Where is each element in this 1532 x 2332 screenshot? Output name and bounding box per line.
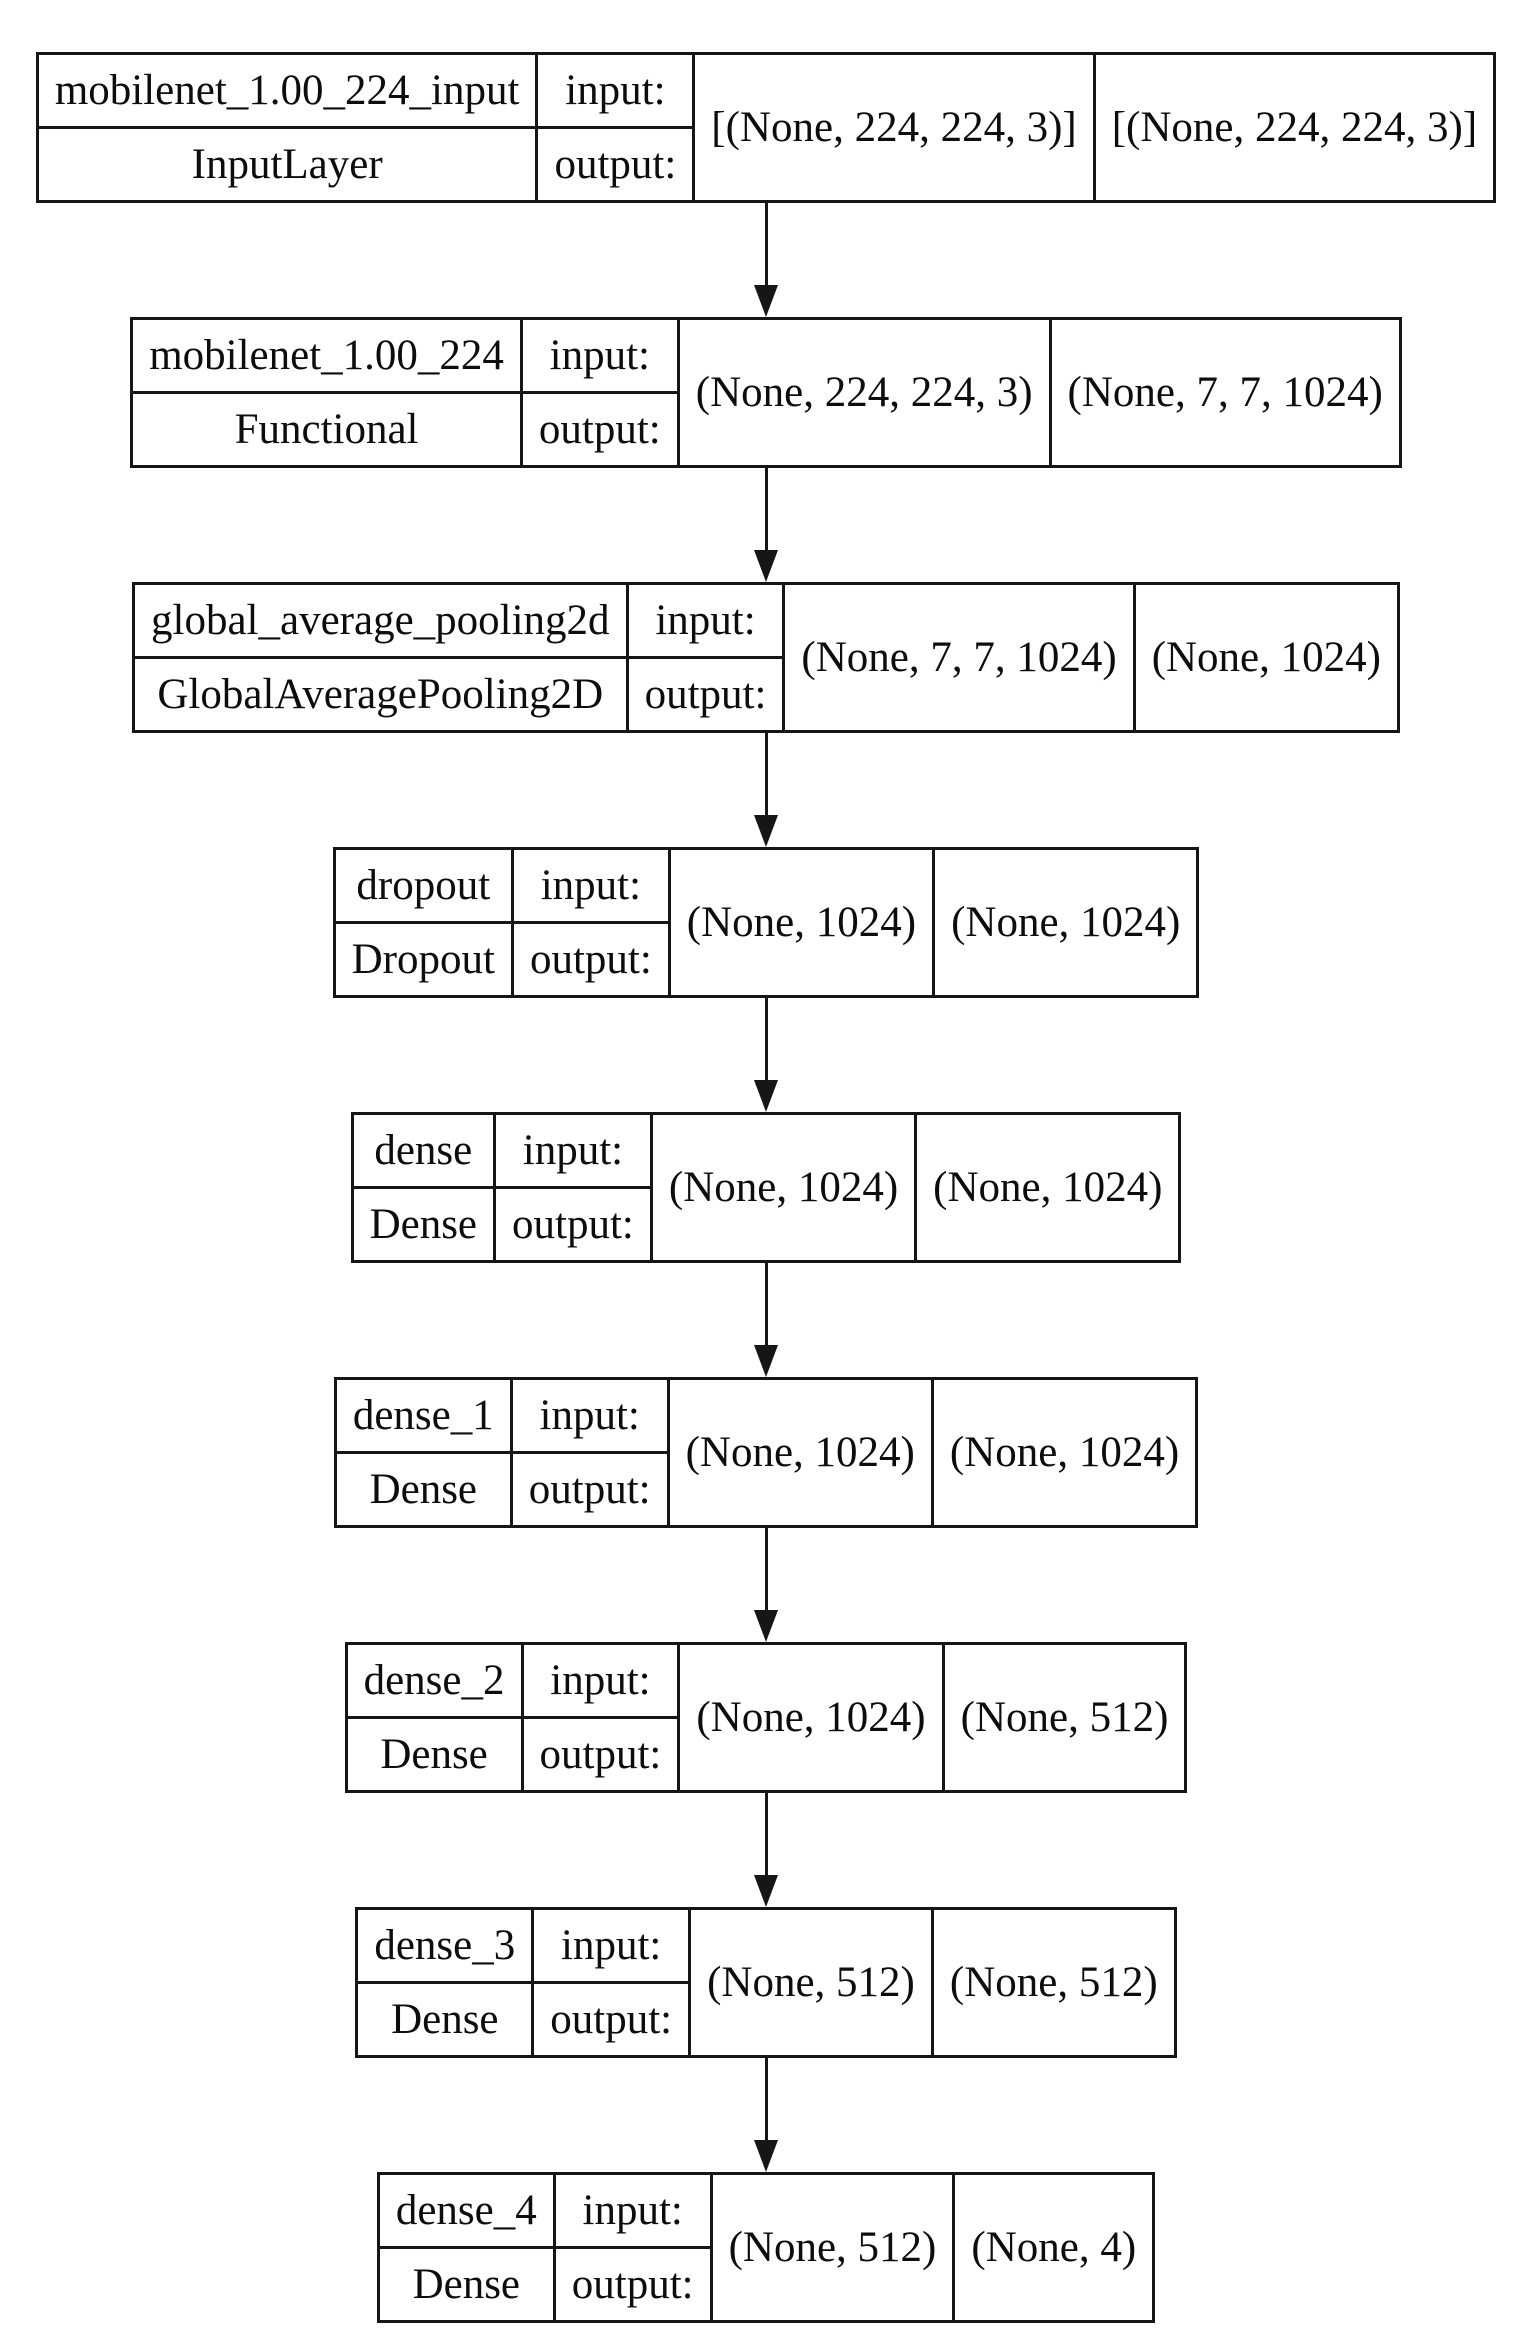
- flow-arrow-3: [754, 733, 778, 847]
- arrow-line: [764, 1528, 768, 1611]
- output-label: output:: [531, 1981, 692, 2058]
- arrow-line: [764, 2058, 768, 2141]
- input-shape: (None, 1024): [649, 1112, 918, 1263]
- layer-type: InputLayer: [35, 126, 539, 203]
- arrow-head-icon: [754, 2140, 778, 2172]
- output-label: output:: [493, 1186, 653, 1263]
- input-label: input:: [520, 1642, 681, 1719]
- arrow-line: [764, 1263, 768, 1346]
- arrow-head-icon: [754, 1610, 778, 1642]
- layer-type: Dropout: [332, 921, 514, 998]
- layer-type: Dense: [333, 1451, 513, 1528]
- output-shape: (None, 512): [941, 1642, 1188, 1793]
- input-shape: (None, 224, 224, 3): [676, 317, 1052, 468]
- layer-name: global_average_pooling2d: [132, 582, 629, 659]
- output-shape: (None, 4): [952, 2172, 1156, 2323]
- layer-name: mobilenet_1.00_224: [130, 317, 523, 394]
- input-shape: (None, 1024): [667, 847, 936, 998]
- layer-node-dropout: dropout input: (None, 1024) (None, 1024)…: [332, 847, 1200, 998]
- arrow-head-icon: [754, 1345, 778, 1377]
- layer-node-dense: dense input: (None, 1024) (None, 1024) D…: [350, 1112, 1182, 1263]
- layer-node-global-average-pooling2d: global_average_pooling2d input: (None, 7…: [132, 582, 1400, 733]
- flow-arrow-7: [754, 1793, 778, 1907]
- input-shape: (None, 7, 7, 1024): [782, 582, 1136, 733]
- output-shape: (None, 512): [930, 1907, 1177, 2058]
- arrow-line: [764, 733, 768, 816]
- input-shape: [(None, 224, 224, 3)]: [692, 52, 1096, 203]
- flow-arrow-2: [754, 468, 778, 582]
- arrow-head-icon: [754, 285, 778, 317]
- arrow-head-icon: [754, 815, 778, 847]
- arrow-line: [764, 468, 768, 551]
- input-label: input:: [535, 52, 696, 129]
- layer-type: Dense: [344, 1716, 524, 1793]
- layer-type: GlobalAveragePooling2D: [132, 656, 629, 733]
- output-shape: (None, 1024): [914, 1112, 1182, 1263]
- layer-name: dense_1: [333, 1377, 513, 1454]
- arrow-head-icon: [754, 1080, 778, 1112]
- layer-name: dense: [350, 1112, 497, 1189]
- input-shape: (None, 512): [688, 1907, 934, 2058]
- layer-node-dense-1: dense_1 input: (None, 1024) (None, 1024)…: [333, 1377, 1199, 1528]
- output-shape: (None, 7, 7, 1024): [1048, 317, 1402, 468]
- layer-name: dense_3: [355, 1907, 535, 1984]
- input-label: input:: [510, 847, 671, 924]
- input-label: input:: [493, 1112, 653, 1189]
- layer-type: Functional: [130, 391, 523, 468]
- flow-arrow-8: [754, 2058, 778, 2172]
- output-shape: (None, 1024): [932, 847, 1200, 998]
- input-label: input:: [519, 317, 680, 394]
- output-label: output:: [519, 391, 680, 468]
- layer-name: mobilenet_1.00_224_input: [35, 52, 539, 129]
- arrow-line: [764, 998, 768, 1081]
- layer-type: Dense: [376, 2246, 556, 2323]
- output-label: output:: [535, 126, 696, 203]
- arrow-head-icon: [754, 1875, 778, 1907]
- layer-type: Dense: [355, 1981, 535, 2058]
- input-label: input:: [509, 1377, 670, 1454]
- flow-arrow-1: [754, 203, 778, 317]
- flow-arrow-4: [754, 998, 778, 1112]
- layer-name: dense_4: [376, 2172, 556, 2249]
- layer-node-dense-2: dense_2 input: (None, 1024) (None, 512) …: [344, 1642, 1188, 1793]
- output-label: output:: [509, 1451, 670, 1528]
- output-label: output:: [625, 656, 786, 733]
- output-shape: (None, 1024): [1132, 582, 1400, 733]
- arrow-line: [764, 203, 768, 286]
- input-label: input:: [552, 2172, 713, 2249]
- output-shape: [(None, 224, 224, 3)]: [1092, 52, 1497, 203]
- input-shape: (None, 1024): [666, 1377, 934, 1528]
- layer-node-mobilenet-1-00-224: mobilenet_1.00_224 input: (None, 224, 22…: [130, 317, 1402, 468]
- output-label: output:: [510, 921, 671, 998]
- layer-name: dense_2: [344, 1642, 524, 1719]
- input-shape: (None, 1024): [677, 1642, 945, 1793]
- arrow-line: [764, 1793, 768, 1876]
- input-label: input:: [625, 582, 786, 659]
- input-shape: (None, 512): [709, 2172, 956, 2323]
- flow-arrow-5: [754, 1263, 778, 1377]
- arrow-head-icon: [754, 550, 778, 582]
- output-shape: (None, 1024): [930, 1377, 1199, 1528]
- layer-node-mobilenet-1-00-224-input: mobilenet_1.00_224_input input: [(None, …: [35, 52, 1497, 203]
- input-label: input:: [531, 1907, 692, 1984]
- output-label: output:: [552, 2246, 713, 2323]
- layer-node-dense-4: dense_4 input: (None, 512) (None, 4) Den…: [376, 2172, 1156, 2323]
- layer-name: dropout: [332, 847, 514, 924]
- layer-type: Dense: [350, 1186, 497, 1263]
- flow-arrow-6: [754, 1528, 778, 1642]
- output-label: output:: [520, 1716, 681, 1793]
- layer-node-dense-3: dense_3 input: (None, 512) (None, 512) D…: [355, 1907, 1177, 2058]
